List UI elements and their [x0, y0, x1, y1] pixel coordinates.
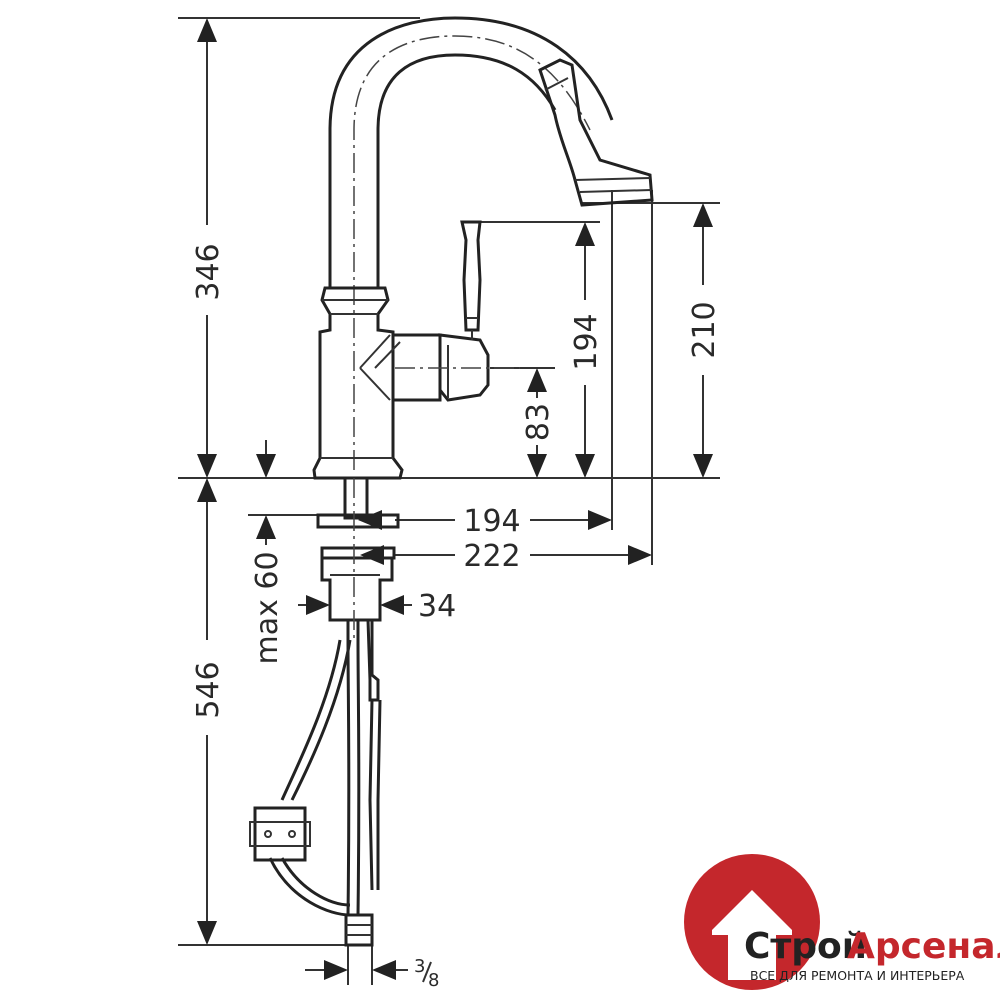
dimension-labels: 346 210 194 83 194 222 max 60 34 546 3 8: [191, 243, 722, 991]
logo-name-part2: Арсенал: [847, 926, 1000, 967]
dim-connection-numerator: 3: [414, 956, 425, 977]
dim-connection: 3 8: [414, 956, 439, 991]
dim-spout-height: 210: [687, 301, 722, 358]
house-icon: [712, 890, 792, 935]
dim-connection-denominator: 8: [428, 970, 439, 991]
dim-reach-long: 222: [463, 539, 520, 574]
dim-outlet-height: 194: [569, 313, 604, 370]
hoses: [249, 619, 382, 947]
dim-total-height: 346: [191, 243, 226, 300]
faucet-outline: [312, 16, 654, 480]
reference-lines: [178, 17, 720, 985]
dim-handle-height: 83: [521, 403, 556, 441]
store-logo: Строй Арсенал ВСЕ ДЛЯ РЕМОНТА И ИНТЕРЬЕР…: [684, 854, 1000, 990]
dim-hole-diameter: 34: [418, 589, 456, 624]
dim-reach-short: 194: [463, 504, 520, 539]
logo-tagline: ВСЕ ДЛЯ РЕМОНТА И ИНТЕРЬЕРА: [750, 968, 965, 983]
logo-name-part1: Строй: [744, 926, 867, 967]
dim-max-thickness: max 60: [250, 551, 285, 664]
mounting-hardware: [316, 476, 400, 640]
dimension-lines: [197, 18, 713, 980]
dim-hose-length: 546: [191, 661, 226, 718]
